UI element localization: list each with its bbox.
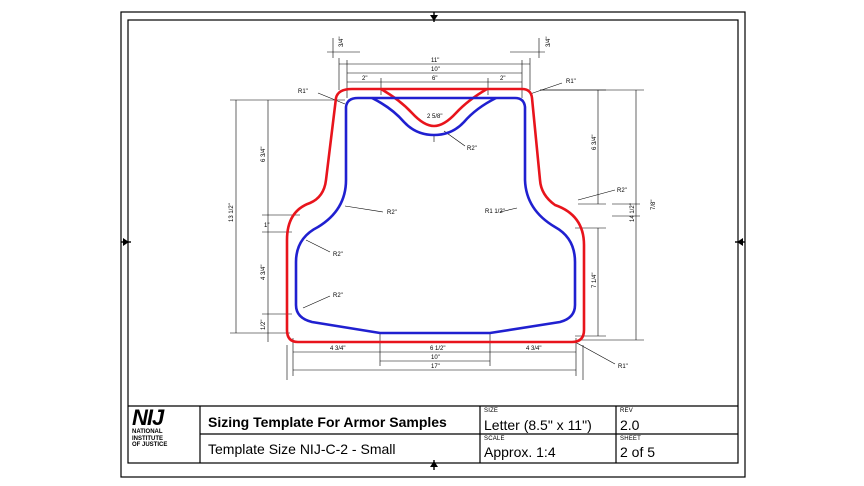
centering-arrows xyxy=(121,12,745,470)
dim-bottom-4-34-left: 4 3/4" xyxy=(330,346,345,352)
nij-logo-text: NIJ xyxy=(132,405,164,430)
scale-label: SCALE xyxy=(484,436,505,442)
nij-logo-line2: INSTITUTE xyxy=(132,435,163,442)
outer-neck-curve xyxy=(380,87,488,128)
title-block: NIJ NATIONAL INSTITUTE OF JUSTICE Sizing… xyxy=(128,406,738,463)
dim-width-2-right: 2" xyxy=(500,76,505,82)
size-label: SIZE xyxy=(484,408,499,414)
dim-r2-shoulder-left: R2" xyxy=(387,210,397,216)
rev-value: 2.0 xyxy=(620,417,640,433)
dim-height-6-34-right: 6 3/4" xyxy=(592,135,598,150)
dim-r1-bottom: R1" xyxy=(618,364,628,370)
dim-bottom-4-34-right: 4 3/4" xyxy=(526,346,541,352)
scale-value: Approx. 1:4 xyxy=(484,444,556,460)
sheet-value: 2 of 5 xyxy=(620,444,656,460)
dim-width-6: 6" xyxy=(432,76,437,82)
drawing-title: Sizing Template For Armor Samples xyxy=(208,414,447,430)
dim-r1-top-left: R1" xyxy=(298,89,308,95)
dim-height-14-12: 14 1/2" xyxy=(630,203,636,222)
dim-height-13-12: 13 1/2" xyxy=(229,203,235,222)
nij-logo: NIJ NATIONAL INSTITUTE OF JUSTICE xyxy=(132,407,200,449)
inner-template-outline xyxy=(294,96,577,335)
dim-height-12: 1/2" xyxy=(261,320,267,330)
dim-height-6-34-left: 6 3/4" xyxy=(261,147,267,162)
rev-label: REV xyxy=(620,408,633,414)
dim-height-78: 7/8" xyxy=(651,200,657,210)
nij-logo-line3: OF JUSTICE xyxy=(132,442,168,448)
inner-neck-curve xyxy=(371,96,497,137)
drawing-subtitle: Template Size NIJ-C-2 - Small xyxy=(208,441,396,457)
dim-r2-neck: R2" xyxy=(467,146,477,152)
sheet-label: SHEET xyxy=(620,436,642,442)
dim-bottom-17: 17" xyxy=(431,364,440,370)
size-value: Letter (8.5" x 11") xyxy=(484,417,592,433)
dim-r2-right: R2" xyxy=(617,188,627,194)
title-block-grid xyxy=(128,405,738,463)
dim-height-4-34: 4 3/4" xyxy=(261,265,267,280)
dim-top-34-left: 3/4" xyxy=(339,37,345,47)
dimension-lines xyxy=(230,38,644,380)
dim-height-1: 1" xyxy=(264,223,269,229)
inner-border xyxy=(127,19,739,464)
dim-r2-low-left: R2" xyxy=(333,293,343,299)
dim-width-11: 11" xyxy=(431,58,439,64)
dim-r1-top-right: R1" xyxy=(566,79,576,85)
dim-neck-depth: 2 5/8" xyxy=(427,114,442,120)
dim-width-2-left: 2" xyxy=(362,76,367,82)
dim-bottom-10: 10" xyxy=(431,355,440,361)
dim-top-34-right: 3/4" xyxy=(546,37,552,47)
nij-logo-line1: NATIONAL xyxy=(132,429,163,435)
dim-height-7-14: 7 1/4" xyxy=(592,273,598,288)
outer-template-outline xyxy=(285,87,586,344)
dim-width-10: 10" xyxy=(431,67,440,73)
dim-bottom-6-12: 6 1/2" xyxy=(430,346,445,352)
dim-r1-12: R1 1/2" xyxy=(485,209,505,215)
outer-border xyxy=(120,11,746,478)
dim-r2-mid-left: R2" xyxy=(333,252,343,258)
